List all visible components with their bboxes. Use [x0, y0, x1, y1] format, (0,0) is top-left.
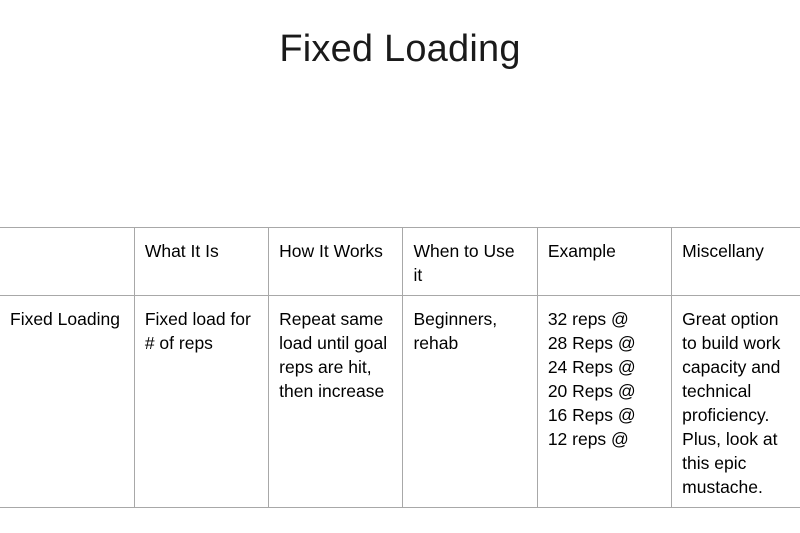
table-header-label-example: Example	[547, 241, 616, 261]
cell-text-when-to-use-it: Beginners, rehab	[413, 309, 498, 353]
table-cell-how-it-works: Repeat same load until goal reps are hit…	[268, 295, 403, 508]
table-header-cell-example: Example	[536, 227, 672, 296]
table-header-cell-what-it-is: What It Is	[133, 227, 269, 296]
table-header-blank-label	[10, 239, 125, 240]
table-row: Fixed Loading Fixed load for # of reps R…	[0, 295, 800, 508]
example-line-4: 20 Reps @	[547, 381, 636, 401]
table-header-row: What It Is How It Works When to Use it E…	[0, 227, 800, 296]
table-header-cell-blank	[0, 227, 135, 296]
table-cell-miscellany: Great option to build work capacity and …	[671, 295, 800, 508]
table-header-label-what-it-is: What It Is	[144, 241, 219, 261]
comparison-table-container: What It Is How It Works When to Use it E…	[0, 227, 800, 508]
table-cell-row-label: Fixed Loading	[0, 295, 135, 508]
table-header-cell-how-it-works: How It Works	[268, 227, 403, 296]
example-line-3: 24 Reps @	[547, 357, 636, 377]
table-header-label-when-to-use-it: When to Use it	[413, 241, 515, 285]
cell-text-miscellany: Great option to build work capacity and …	[682, 309, 781, 497]
table-cell-example: 32 reps @ 28 Reps @ 24 Reps @ 20 Reps @ …	[536, 295, 672, 508]
cell-text-what-it-is: Fixed load for # of reps	[144, 309, 251, 353]
example-line-2: 28 Reps @	[547, 333, 636, 353]
cell-text-how-it-works: Repeat same load until goal reps are hit…	[279, 309, 388, 401]
example-line-1: 32 reps @	[547, 309, 629, 329]
example-line-6: 12 reps @	[547, 429, 629, 449]
page-title: Fixed Loading	[279, 28, 521, 70]
table-header-label-how-it-works: How It Works	[279, 241, 383, 261]
table-header-cell-when-to-use-it: When to Use it	[402, 227, 538, 296]
table-cell-when-to-use-it: Beginners, rehab	[402, 295, 538, 508]
comparison-table: What It Is How It Works When to Use it E…	[0, 227, 800, 508]
table-header-label-miscellany: Miscellany	[682, 241, 764, 261]
example-line-5: 16 Reps @	[547, 405, 636, 425]
table-cell-what-it-is: Fixed load for # of reps	[133, 295, 269, 508]
table-header-cell-miscellany: Miscellany	[671, 227, 800, 296]
row-label-fixed-loading: Fixed Loading	[10, 309, 120, 329]
